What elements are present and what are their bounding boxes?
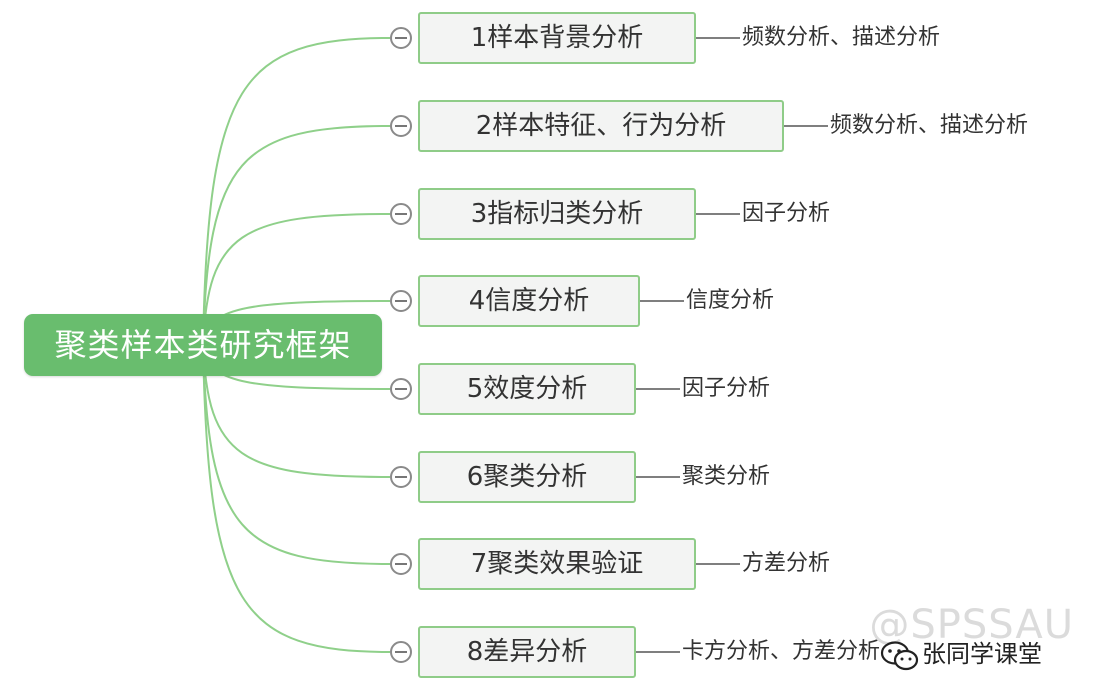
leaf-node[interactable]: 因子分析	[742, 201, 831, 226]
branch-connector	[202, 125, 391, 346]
collapse-toggle-icon[interactable]	[390, 641, 412, 663]
collapse-toggle-icon[interactable]	[390, 115, 412, 137]
leaf-node[interactable]: 频数分析、描述分析	[830, 113, 1029, 138]
branch-label: 5效度分析	[466, 374, 588, 404]
leaf-node[interactable]: 聚类分析	[682, 464, 771, 489]
leaf-node[interactable]: 信度分析	[686, 288, 775, 313]
collapse-toggle-icon[interactable]	[390, 290, 412, 312]
watermark: @SPSSAU	[869, 602, 1074, 648]
branch-connector	[202, 213, 391, 346]
branch-connector	[202, 37, 391, 346]
branch-node[interactable]: 4信度分析	[418, 275, 640, 327]
collapse-toggle-icon[interactable]	[390, 466, 412, 488]
branch-node[interactable]: 6聚类分析	[418, 451, 636, 503]
branch-label: 8差异分析	[466, 637, 588, 667]
collapse-toggle-icon[interactable]	[390, 553, 412, 575]
branch-label: 2样本特征、行为分析	[475, 111, 727, 141]
leaf-node[interactable]: 因子分析	[682, 376, 771, 401]
branch-connector	[202, 344, 391, 565]
leaf-node[interactable]: 卡方分析、方差分析	[682, 639, 881, 664]
leaf-node[interactable]: 方差分析	[742, 551, 831, 576]
branch-node[interactable]: 2样本特征、行为分析	[418, 100, 784, 152]
branch-label: 1样本背景分析	[470, 23, 644, 53]
collapse-toggle-icon[interactable]	[390, 378, 412, 400]
branch-node[interactable]: 8差异分析	[418, 626, 636, 678]
account-signature: 张同学课堂	[922, 640, 1042, 668]
collapse-toggle-icon[interactable]	[390, 27, 412, 49]
branch-node[interactable]: 3指标归类分析	[418, 188, 696, 240]
leaf-node[interactable]: 频数分析、描述分析	[742, 25, 941, 50]
branch-node[interactable]: 5效度分析	[418, 363, 636, 415]
wechat-icon	[880, 641, 919, 671]
branch-connector	[202, 344, 391, 653]
branch-label: 3指标归类分析	[470, 199, 644, 229]
collapse-toggle-icon[interactable]	[390, 203, 412, 225]
branch-label: 6聚类分析	[466, 462, 588, 492]
root-node[interactable]: 聚类样本类研究框架	[24, 314, 382, 376]
branch-node[interactable]: 1样本背景分析	[418, 12, 696, 64]
branch-connector	[202, 344, 391, 478]
branch-label: 4信度分析	[468, 286, 590, 316]
branch-node[interactable]: 7聚类效果验证	[418, 538, 696, 590]
branch-label: 7聚类效果验证	[470, 549, 644, 579]
